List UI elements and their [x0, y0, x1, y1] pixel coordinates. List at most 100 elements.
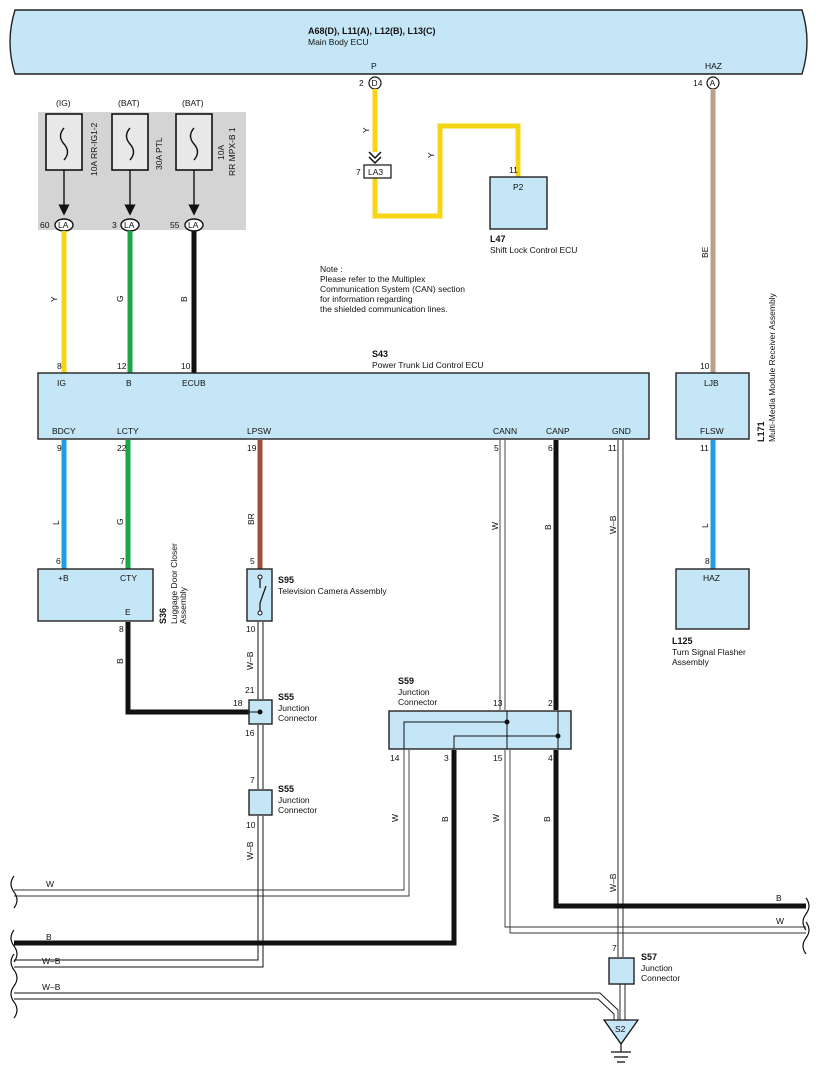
note-line-2: Please refer to the Multiplex — [320, 274, 426, 284]
s59-name-line2: Connector — [398, 697, 437, 707]
camera-num-bottom: 10 — [246, 624, 256, 634]
connector-la3 — [363, 164, 392, 179]
trunk-ecu-name: Power Trunk Lid Control ECU — [372, 360, 484, 370]
flasher-name-line2: Assembly — [672, 657, 710, 667]
pin-num-haz: 14 — [693, 78, 703, 88]
wire-w-s59-15 — [504, 750, 806, 934]
la3-arrow — [368, 151, 382, 165]
trunk-ecu-box — [37, 372, 650, 440]
la3-label: LA3 — [368, 167, 383, 177]
la2-label: LA — [124, 220, 135, 230]
trunk-pin-gnd: GND — [612, 426, 631, 436]
mm-receiver-box — [675, 372, 750, 440]
shift-lock-name: Shift Lock Control ECU — [490, 245, 577, 255]
camera-name: Television Camera Assembly — [278, 586, 387, 596]
wire-label-y-p: Y — [361, 127, 371, 133]
s55a-num-18: 18 — [233, 698, 243, 708]
door-pin-cty: CTY — [120, 573, 137, 583]
door-num-cty: 7 — [120, 556, 125, 566]
s55a-num-16: 16 — [245, 728, 255, 738]
fuse-3: 10A RR MPX-B 1 — [175, 113, 237, 216]
wire-label-wb-s55b: W–B — [245, 841, 255, 860]
trunk-num-canp: 6 — [548, 443, 553, 453]
trunk-num-cann: 5 — [494, 443, 499, 453]
main-body-ecu: A68(D), L11(A), L12(B), L13(C) Main Body… — [9, 9, 808, 75]
door-name-line1: Luggage Door Closer — [169, 543, 179, 624]
s59-num-14: 14 — [390, 753, 400, 763]
fuse-2: 30A PTL — [111, 113, 164, 216]
s59-splice-w — [504, 719, 510, 725]
s59-num-15: 15 — [493, 753, 503, 763]
mm-name: Multi-Media Module Receiver Assembly — [767, 292, 777, 442]
s55b-num-10: 10 — [246, 820, 256, 830]
wire-label-wb-gnd: W–B — [608, 515, 618, 534]
fuse3-source: (BAT) — [182, 98, 204, 108]
wire-label-b-e: B — [115, 658, 125, 664]
wire-label-w-15: W — [491, 814, 501, 822]
wire-label-g: G — [115, 295, 125, 302]
connector-d-label: D — [372, 78, 378, 88]
s55a-name-line2: Connector — [278, 713, 317, 723]
wire-b-s59-4 — [553, 750, 806, 909]
mm-pin-flsw: FLSW — [700, 426, 724, 436]
main-ecu-name: Main Body ECU — [308, 37, 368, 47]
wire-label-l: L — [51, 520, 61, 525]
wire-label-b-canp: B — [543, 524, 553, 530]
s55b-name-line2: Connector — [278, 805, 317, 815]
flasher-code: L125 — [672, 636, 693, 646]
wire-label-g-lcty: G — [115, 518, 125, 525]
shift-lock-pin: 11 — [509, 165, 518, 175]
main-ecu-pin-haz: HAZ — [705, 61, 722, 71]
shift-lock-conn: P2 — [513, 182, 524, 192]
fuse3-name-line2: RR MPX-B 1 — [227, 127, 237, 176]
flasher-pin: HAZ — [703, 573, 720, 583]
wire-label-br: BR — [246, 513, 256, 525]
fuse2-pin: 3 — [112, 220, 117, 230]
note-line-4: for information regarding — [320, 294, 413, 304]
note-line-1: Note : — [320, 264, 343, 274]
connector-a-label: A — [710, 78, 716, 88]
s59-splice-b — [555, 733, 561, 739]
mm-code: L171 — [756, 421, 766, 442]
door-code: S36 — [158, 608, 168, 624]
trunk-pin-cann: CANN — [493, 426, 517, 436]
flasher-num: 8 — [705, 556, 710, 566]
bus-label-left-b: B — [46, 932, 52, 942]
pin-num-p: 2 — [359, 78, 364, 88]
main-ecu-code: A68(D), L11(A), L12(B), L13(C) — [308, 26, 436, 36]
trunk-top-num-ig: 8 — [57, 361, 62, 371]
s55a-name-line1: Junction — [278, 703, 310, 713]
s55a-num-21: 21 — [245, 685, 255, 695]
wire-wb-s57-ground — [619, 984, 626, 1020]
wire-y-shiftlock — [372, 123, 521, 219]
wire-wb-camera — [257, 622, 264, 699]
trunk-top-pin-ecub: ECUB — [182, 378, 206, 388]
s55a-code: S55 — [278, 692, 294, 702]
shift-lock-ecu-box — [489, 176, 548, 230]
trunk-num-gnd: 11 — [608, 443, 617, 453]
s59-num-4: 4 — [548, 753, 553, 763]
bus-label-right-w: W — [776, 916, 784, 926]
s55-lower-box — [248, 789, 273, 816]
trunk-ecu-code: S43 — [372, 349, 388, 359]
la3c-label: LA — [188, 220, 199, 230]
main-ecu-pin-p: P — [371, 61, 377, 71]
ground-label: S2 — [615, 1024, 626, 1034]
s59-box — [388, 710, 572, 750]
fuse1-pin: 60 — [40, 220, 50, 230]
trunk-pin-bdcy: BDCY — [52, 426, 76, 436]
trunk-num-bdcy: 9 — [57, 443, 62, 453]
note-line-5: the shielded communication lines. — [320, 304, 448, 314]
bus-label-left-wb2: W–B — [42, 982, 61, 992]
flasher-box — [675, 568, 750, 630]
wire-b-e — [125, 622, 249, 715]
s57-name-line1: Junction — [641, 963, 673, 973]
wire-wb-s55-link — [257, 725, 264, 789]
wire-label-b: B — [179, 296, 189, 302]
door-num-e: 8 — [119, 624, 124, 634]
trunk-top-num-b: 12 — [117, 361, 127, 371]
s57-code: S57 — [641, 952, 657, 962]
wire-label-be: BE — [700, 246, 710, 258]
camera-switch — [257, 574, 267, 616]
